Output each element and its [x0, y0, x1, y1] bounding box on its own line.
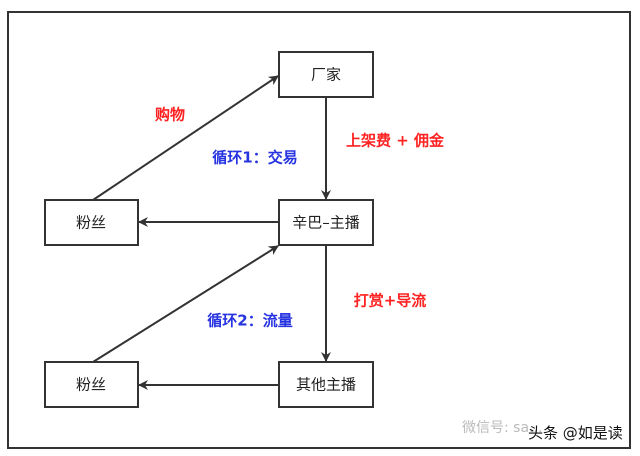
node-fans-bottom: 粉丝 [44, 361, 139, 408]
node-label: 辛巴–主播 [292, 214, 360, 232]
label-cycle2: 循环2：流量 [207, 312, 292, 330]
label-fees: 上架费 + 佣金 [346, 132, 445, 150]
outer-frame [7, 11, 631, 449]
node-label: 厂家 [311, 66, 341, 84]
edge-fans-to-manufacturer [92, 75, 279, 201]
label-cycle1: 循环1：交易 [212, 149, 297, 167]
node-other-streamers: 其他主播 [278, 361, 374, 408]
watermark-toutiao: 头条 @如是读 [528, 424, 623, 442]
node-label: 粉丝 [76, 214, 106, 232]
node-xinba: 辛巴–主播 [278, 199, 374, 246]
node-label: 其他主播 [296, 376, 356, 394]
node-label: 粉丝 [76, 376, 106, 394]
node-fans-top: 粉丝 [44, 199, 139, 246]
watermark-wechat: 微信号: sa... [462, 420, 542, 436]
node-manufacturer: 厂家 [278, 51, 374, 98]
label-tips: 打赏+导流 [354, 292, 427, 310]
label-shopping: 购物 [155, 106, 185, 124]
edge-fans2-to-xinba [92, 245, 279, 363]
